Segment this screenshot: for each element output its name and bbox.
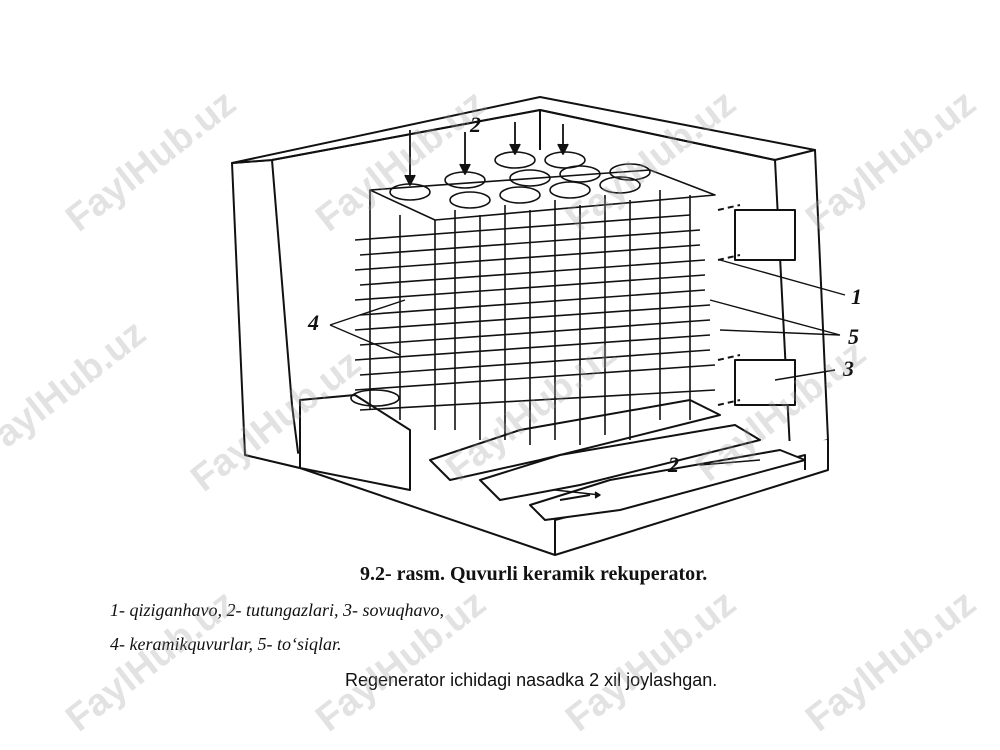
label-3: 3 xyxy=(843,356,854,381)
label-5: 5 xyxy=(848,324,859,349)
figure-legend-line-1: 1- qiziganhavo, 2- tutungazlari, 3- sovu… xyxy=(110,600,444,620)
body-paragraph: Regenerator ichidagi nasadka 2 xil joyla… xyxy=(345,670,718,690)
base-channel xyxy=(429,399,721,481)
label-4: 4 xyxy=(308,310,319,335)
figure-caption-title: 9.2- rasm. Quvurli keramik rekuperator. xyxy=(360,563,708,585)
figure-legend-line-2: 4- keramikquvurlar, 5- to‘siqlar. xyxy=(110,634,342,654)
label-2-top: 2 xyxy=(470,112,481,137)
label-1: 1 xyxy=(851,284,862,309)
base-channel xyxy=(529,449,806,521)
base-channel xyxy=(479,424,761,501)
air-duct xyxy=(734,359,796,406)
box-left-wall xyxy=(231,159,301,469)
ceramic-tube-matrix xyxy=(350,151,716,445)
leader-lines xyxy=(329,259,846,499)
air-duct xyxy=(734,209,796,261)
label-2-bottom: 2 xyxy=(668,452,679,477)
hot-air-arrows xyxy=(404,122,569,186)
